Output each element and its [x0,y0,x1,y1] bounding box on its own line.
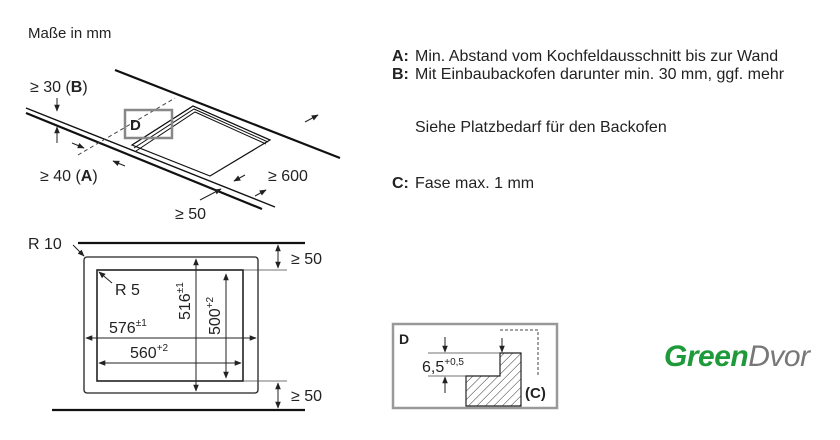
label-min-600: ≥ 600 [268,168,308,185]
note-key: B: [392,65,409,83]
iso-view: D ≥ 30 (B) ≥ 40 (A) ≥ 50 ≥ 600 [25,68,341,223]
wall-line [114,68,341,160]
label-r5: R 5 [115,282,140,299]
label-r10: R 10 [28,236,62,253]
note-c: C: Fase max. 1 mm [392,175,812,193]
counter-edge-front [25,111,263,211]
label-step: 6,5+0,5 [422,357,464,376]
logo-part-grey: Dvor [748,340,810,373]
label-clear-front: ≥ 50 [291,388,322,405]
note-text: Mit Einbaubackofen darunter min. 30 mm, … [415,65,785,83]
dim-arrow [112,160,126,167]
hatched-section [465,352,522,407]
note-text: Min. Abstand vom Kochfeldausschnitt bis … [415,48,779,65]
cutout-outline [96,269,244,382]
label-560: 560+2 [130,343,169,362]
note-key [392,119,415,137]
note-text: Siehe Platzbedarf für den Backofen [415,119,667,136]
label-chamfer: (C) [525,385,546,402]
dim-arrow [199,188,222,201]
chamfer-dashed [500,329,539,375]
detail-title: D [399,331,409,347]
label-clear-back: ≥ 50 [291,251,322,268]
r10-leader [72,244,85,257]
label-min-30-b: ≥ 30 (B) [30,79,88,96]
page-title: Maße in mm [28,25,111,42]
dim-arrow [71,142,85,149]
logo-part-green: Green [664,340,749,373]
dim-arrow [304,114,319,123]
r5-leader [98,271,113,284]
detail-d-marker: D [130,117,141,134]
dim-arrow [254,189,267,197]
dim-arrow [233,174,246,182]
note-text: Fase max. 1 mm [415,174,535,192]
centre-dashed [77,97,176,156]
label-500: 500+2 [205,296,224,335]
counter-edge [25,107,276,208]
label-min-40-a: ≥ 40 (A) [40,168,98,185]
label-516: 516±1 [175,282,194,320]
note-oven: Siehe Platzbedarf für den Backofen [392,119,812,137]
note-a: A: Min. Abstand vom Kochfeldausschnitt b… [392,48,812,66]
detail-d: D 6,5+0,5 (C) [391,322,559,410]
notes-list: A: Min. Abstand vom Kochfeldausschnitt b… [392,48,812,192]
detail-d-frame [123,108,174,140]
note-key: A: [392,48,409,65]
hob-outline [83,256,259,394]
plan-view: R 10 R 5 576±1 560+2 516±1 500+2 ≥ 50 ≥ … [28,236,322,412]
label-min-50-front: ≥ 50 [175,206,206,223]
note-b: B: Mit Einbaubackofen darunter min. 30 m… [392,66,812,84]
brand-logo: GreenDvor [664,340,810,374]
note-key: C: [392,174,409,192]
label-576: 576±1 [109,318,147,337]
